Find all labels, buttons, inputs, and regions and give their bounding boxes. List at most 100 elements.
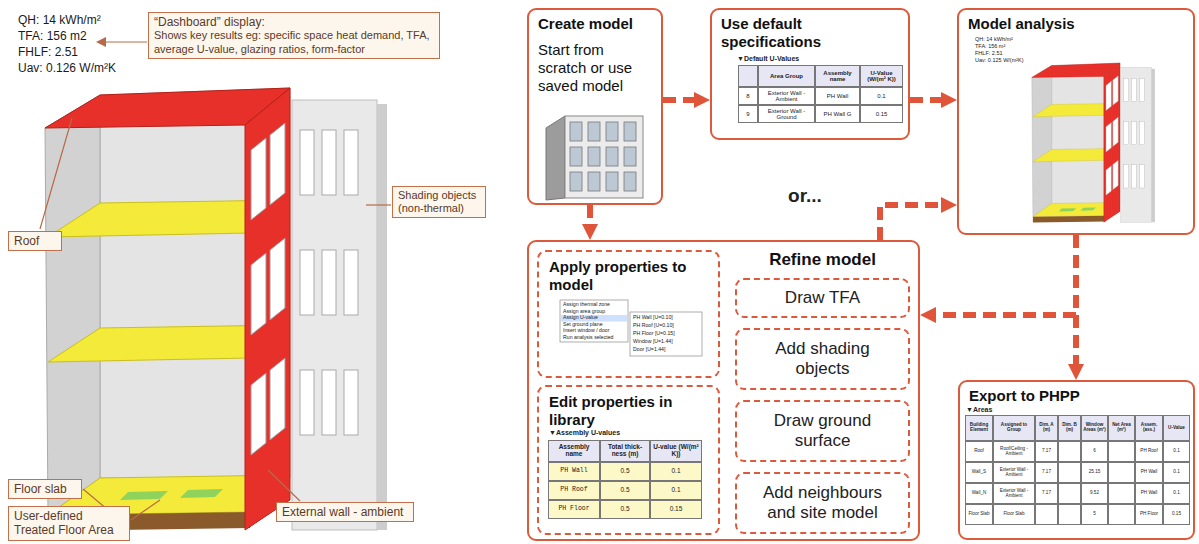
table-header: U-Value xyxy=(1163,415,1190,441)
context-menu xyxy=(560,300,702,356)
table-cell: PH Wall G xyxy=(815,105,860,123)
building-model xyxy=(344,370,358,435)
table-header: U-value (W/(m² K)) xyxy=(650,440,702,462)
building-thumbnail xyxy=(606,147,618,166)
building-model xyxy=(180,489,223,498)
building-thumbnail xyxy=(546,116,643,200)
leader-lines xyxy=(104,41,147,42)
building-model xyxy=(344,130,358,195)
flow-arrow xyxy=(936,235,1076,315)
table-header: Assem. (ass.) xyxy=(1135,415,1163,441)
node-text: Shading objects (non-thermal) xyxy=(398,189,480,215)
building-thumbnail xyxy=(624,122,636,141)
table-cell: 7.17 xyxy=(1035,441,1058,462)
node-text: Draw TFA xyxy=(753,288,893,308)
dashboard-value: Uav: 0.125 W/(m²K) xyxy=(975,57,1045,63)
separator-text: or... xyxy=(770,185,840,207)
node-title: “Dashboard” display: xyxy=(154,15,434,29)
building-model xyxy=(251,253,266,335)
table-cell: 0.1 xyxy=(1163,441,1190,462)
node-text: Refine model xyxy=(735,250,910,270)
table-cell: PH Wall xyxy=(815,87,860,105)
menu-item: Run analysis selected xyxy=(563,335,626,341)
dashboard-value: QH: 14 kWh/m² xyxy=(975,36,1045,42)
menu-item: Window [U=1.44] xyxy=(633,339,700,345)
building-model xyxy=(120,491,168,500)
context-menu xyxy=(630,312,702,356)
table-cell: Exterior Wall - Ground xyxy=(758,105,815,123)
table-cell: 9.52 xyxy=(1081,483,1108,504)
building-model xyxy=(45,95,100,515)
table-header: Assigned to Group xyxy=(993,415,1035,441)
node-title: Create model xyxy=(538,15,652,33)
menu-item: Assign thermal zone xyxy=(563,302,626,308)
flow-arrow xyxy=(587,205,593,224)
building-model xyxy=(45,88,387,531)
table-cell: Exterior Wall - Ambient xyxy=(993,462,1035,483)
leader-lines xyxy=(268,470,300,501)
building-thumbnail xyxy=(588,147,600,166)
table-cell: Roof/Ceiling - Ambient xyxy=(993,441,1035,462)
menu-item: Assign U-value xyxy=(563,315,626,321)
building-thumbnail xyxy=(588,172,600,191)
context-menu xyxy=(560,300,628,342)
building-model xyxy=(300,130,358,435)
table-cell: 0.5 xyxy=(600,481,650,500)
node-text: User-defined Treated Floor Area xyxy=(14,509,124,538)
table-cell: 5 xyxy=(1081,504,1108,525)
building-thumbnail xyxy=(570,122,636,191)
dashboard-value: TFA: 156 m² xyxy=(975,43,1045,49)
table-header: U-Value (W/(m² K)) xyxy=(860,65,903,87)
table-cell: 25.15 xyxy=(1081,462,1108,483)
building-model xyxy=(344,250,358,315)
callout-box: “Dashboard” display:Shows key results eg… xyxy=(148,12,440,59)
node-text: Use default specifications xyxy=(721,15,891,51)
dashboard-value: Uav: 0.126 W/m²K xyxy=(18,62,148,76)
table-cell: 9 xyxy=(738,105,758,123)
node-text: Start from scratch or use saved model xyxy=(538,41,652,95)
dashboard-value: FHLF: 2.51 xyxy=(975,50,1045,56)
table-title: ▼Default U-Values xyxy=(737,55,877,63)
table-cell: 0.5 xyxy=(600,500,650,519)
leader-arrowhead xyxy=(96,37,106,47)
table-cell-empty xyxy=(1108,504,1135,525)
callout-box: Shading objects (non-thermal) xyxy=(392,186,486,218)
building-thumbnail xyxy=(624,147,636,166)
table-cell-empty xyxy=(1035,504,1058,525)
panel-box: Apply properties to model xyxy=(537,250,720,378)
menu-item: Door [U=1.44] xyxy=(633,347,700,353)
node-text: Shows key results eg: specific space hea… xyxy=(154,29,434,55)
table-cell: 6 xyxy=(1081,441,1108,462)
table-cell-empty xyxy=(738,65,758,87)
table-cell: PH Wall xyxy=(548,462,600,481)
table-cell: PH Roof xyxy=(548,481,600,500)
leader-lines xyxy=(40,118,72,229)
building-thumbnail xyxy=(606,172,618,191)
building-model xyxy=(300,370,314,435)
menu-item: Set ground plane xyxy=(563,322,626,328)
flow-arrow xyxy=(910,97,941,103)
building-thumbnail xyxy=(570,147,582,166)
table-cell: Wall_N xyxy=(965,483,993,504)
building-model xyxy=(322,130,336,195)
building-model xyxy=(300,250,314,315)
building-model xyxy=(251,123,285,455)
flow-arrow xyxy=(1073,235,1079,364)
process-box: Create modelStart from scratch or use sa… xyxy=(527,8,663,205)
node-text: Add neighbours and site model xyxy=(753,483,893,524)
table-cell: PH Wall xyxy=(1135,462,1163,483)
process-box: Model analysis xyxy=(957,8,1195,235)
step-box: Add neighbours and site model xyxy=(735,472,910,534)
table-cell: PH Roof xyxy=(1135,441,1163,462)
building-model xyxy=(322,250,336,315)
step-box: Draw ground surface xyxy=(735,400,910,462)
menu-item: PH Floor [U=0.15] xyxy=(633,331,700,337)
building-thumbnail xyxy=(606,122,618,141)
table-cell: 0.1 xyxy=(1163,483,1190,504)
table-cell: 0.1 xyxy=(860,87,903,105)
table-cell: Roof xyxy=(965,441,993,462)
building-model xyxy=(270,358,285,440)
callout-box: External wall - ambient xyxy=(276,502,414,522)
table-header: Area Group xyxy=(758,65,815,87)
